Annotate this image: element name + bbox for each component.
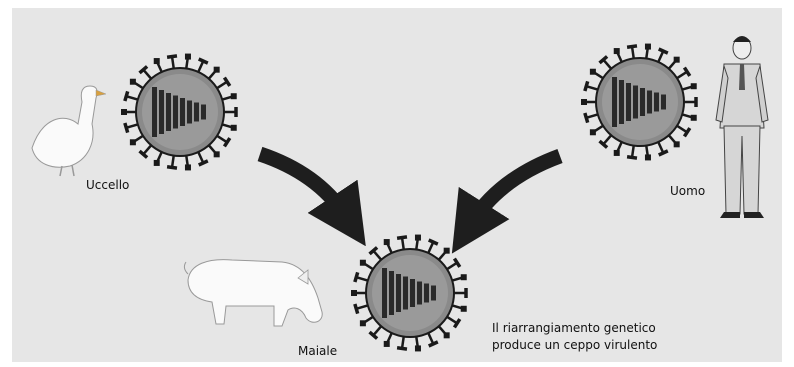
label-man: Uomo (670, 184, 705, 198)
man-icon (716, 36, 768, 218)
diagram-panel: Uccello Uomo Maiale Il riarrangiamento g… (12, 8, 782, 362)
virus-icon (581, 44, 697, 161)
pig-icon (184, 260, 322, 326)
virus-icon (351, 235, 467, 352)
caption: Il riarrangiamento genetico produce un c… (492, 320, 657, 354)
label-bird: Uccello (86, 178, 129, 192)
virus-icon (121, 54, 237, 171)
caption-line-2: produce un ceppo virulento (492, 337, 657, 354)
goose-icon (32, 86, 106, 176)
arrow-icon (260, 154, 345, 215)
arrow-icon (472, 156, 560, 222)
caption-line-1: Il riarrangiamento genetico (492, 320, 657, 337)
label-pig: Maiale (298, 344, 337, 358)
